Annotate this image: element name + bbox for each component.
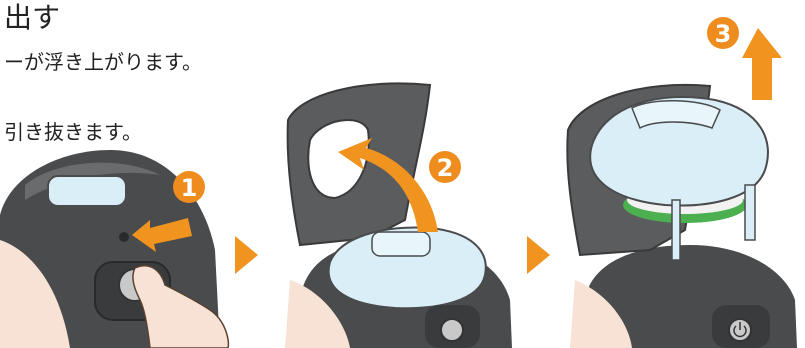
chevron-right-icon — [527, 236, 550, 274]
arrow-up-icon — [742, 28, 782, 100]
step-1-label: 1 — [181, 174, 198, 202]
chevron-right-icon — [235, 236, 258, 274]
step-2-label: 2 — [437, 154, 454, 182]
step-3-label: 3 — [715, 20, 732, 48]
panel-2 — [285, 83, 512, 348]
panel-3 — [567, 17, 797, 348]
